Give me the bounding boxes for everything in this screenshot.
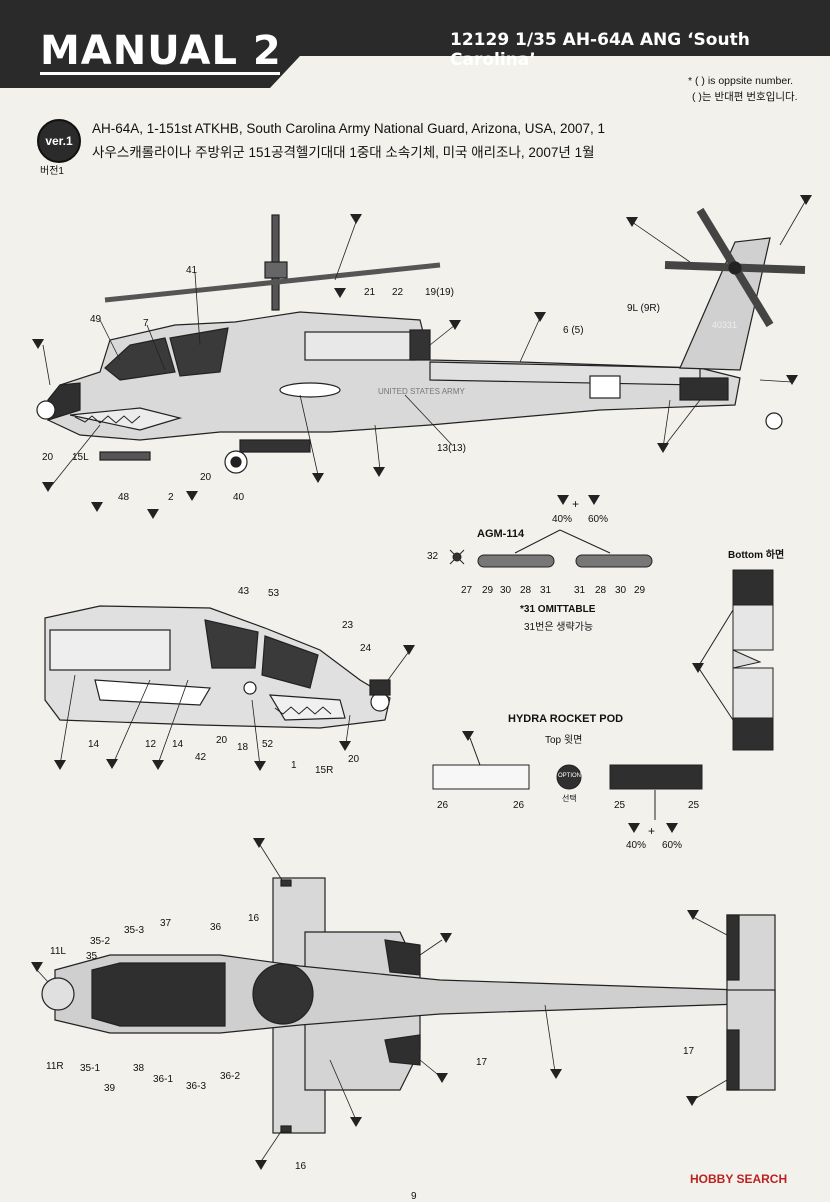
agm-left-29: 29 — [482, 585, 494, 596]
front-label-12: 12 — [145, 739, 157, 750]
agm-marker-32: 32 — [427, 551, 439, 562]
header-band — [0, 0, 830, 88]
bottom-title: Bottom 하면 — [728, 550, 785, 561]
top-label-11r: 11R — [46, 1061, 64, 1072]
agm-left-27: 27 — [461, 585, 473, 596]
watermark: HOBBY SEARCH — [690, 1172, 788, 1186]
side-label-48: 48 — [118, 492, 130, 503]
agm-114-missiles — [449, 529, 653, 568]
side-label-2: 2 — [168, 492, 174, 503]
mix-pct-a-1: 40% — [552, 514, 573, 525]
page-number: 9 — [411, 1191, 417, 1202]
front-label-20a: 20 — [216, 735, 228, 746]
front-section-view — [44, 605, 391, 729]
version-badge: ver.1 — [37, 119, 81, 163]
top-label-36-3: 36-3 — [186, 1081, 207, 1092]
side-label-22: 22 — [392, 287, 404, 298]
side-label-40: 40 — [233, 492, 245, 503]
top-label-35-2: 35-2 — [90, 936, 111, 947]
agm-left-30: 30 — [500, 585, 512, 596]
top-label-38: 38 — [133, 1063, 145, 1074]
option-badge: OPTION — [558, 773, 582, 779]
side-label-6: 6 (5) — [563, 325, 584, 336]
top-label-16a: 16 — [248, 913, 260, 924]
front-label-15r: 15R — [315, 765, 334, 776]
hydra-top-label: Top 윗면 — [545, 735, 583, 746]
mix-plus-1: + — [572, 497, 580, 511]
bottom-view — [697, 569, 774, 751]
hydra-num-26b: 26 — [513, 800, 525, 811]
agm-right-31: 31 — [574, 585, 586, 596]
hydra-num-26a: 26 — [437, 800, 449, 811]
top-label-17b: 17 — [683, 1046, 695, 1057]
mix-pct-a-2: 40% — [626, 840, 647, 851]
front-label-14a: 14 — [88, 739, 100, 750]
option-badge-kr: 선택 — [562, 794, 577, 803]
front-label-23: 23 — [342, 620, 354, 631]
front-label-20b: 20 — [348, 754, 360, 765]
front-label-14b: 14 — [172, 739, 184, 750]
hydra-title: HYDRA ROCKET POD — [508, 713, 624, 725]
side-label-15l: 15L — [72, 452, 89, 463]
manual-title: MANUAL 2 — [40, 28, 282, 74]
version-line-kr: 사우스캐롤라이나 주방위군 151공격헬기대대 1중대 소속기체, 미국 애리조… — [92, 145, 595, 160]
tail-text: 40331 — [712, 320, 737, 330]
top-label-36-2: 36-2 — [220, 1071, 241, 1082]
front-label-53: 53 — [268, 588, 280, 599]
note-kr: ( )는 반대편 번호입니다. — [692, 91, 798, 103]
side-label-13: 13(13) — [437, 443, 466, 454]
side-label-21: 21 — [364, 287, 376, 298]
side-label-49: 49 — [90, 314, 102, 325]
note-en: * ( ) is oppsite number. — [688, 75, 794, 87]
agm-right-29: 29 — [634, 585, 646, 596]
front-label-18: 18 — [237, 742, 249, 753]
side-label-20b: 20 — [200, 472, 212, 483]
top-label-35-3: 35-3 — [124, 925, 145, 936]
side-leaders — [42, 199, 807, 491]
front-label-24: 24 — [360, 643, 372, 654]
top-label-35: 35 — [86, 951, 98, 962]
top-label-17a: 17 — [476, 1057, 488, 1068]
top-label-39: 39 — [104, 1083, 116, 1094]
fuselage-text: UNITED STATES ARMY — [378, 387, 465, 396]
agm-omit-en: *31 OMITTABLE — [520, 604, 596, 615]
version-line-en: AH-64A, 1-151st ATKHB, South Carolina Ar… — [92, 121, 606, 136]
kit-title: 12129 1/35 AH-64A ANG ‘South Carolina’ — [450, 30, 750, 70]
front-label-43: 43 — [238, 586, 250, 597]
title-underline — [40, 72, 280, 75]
top-view-helicopter — [41, 877, 776, 1134]
top-label-37: 37 — [160, 918, 172, 929]
side-label-7: 7 — [143, 318, 149, 329]
agm-left-31: 31 — [540, 585, 552, 596]
agm-title: AGM-114 — [477, 528, 525, 540]
hydra-num-25b: 25 — [688, 800, 700, 811]
top-label-36: 36 — [210, 922, 222, 933]
side-label-20a: 20 — [42, 452, 54, 463]
agm-omit-kr: 31번은 생략가능 — [524, 622, 594, 633]
side-view-helicopter — [36, 207, 806, 474]
side-label-41: 41 — [186, 265, 198, 276]
mix-pct-b-2: 60% — [662, 840, 683, 851]
agm-right-30: 30 — [615, 585, 627, 596]
top-label-16b: 16 — [295, 1161, 307, 1172]
top-label-36-1: 36-1 — [153, 1074, 174, 1085]
hydra-pods — [432, 737, 703, 820]
top-label-35-1: 35-1 — [80, 1063, 101, 1074]
agm-left-28: 28 — [520, 585, 532, 596]
top-label-11l: 11L — [50, 946, 66, 957]
front-label-52: 52 — [262, 739, 274, 750]
version-badge-sub: 버전1 — [40, 166, 64, 177]
mix-pct-b-1: 60% — [588, 514, 609, 525]
hydra-num-25a: 25 — [614, 800, 626, 811]
agm-right-28: 28 — [595, 585, 607, 596]
side-label-9l: 9L (9R) — [627, 303, 660, 314]
front-label-1: 1 — [291, 760, 297, 771]
front-label-42: 42 — [195, 752, 207, 763]
side-label-19: 19(19) — [425, 287, 454, 298]
mix-plus-2: + — [648, 824, 656, 838]
